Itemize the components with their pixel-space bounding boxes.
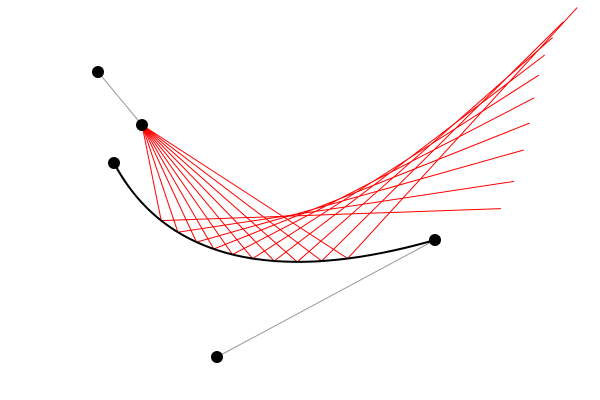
control-point-1[interactable] [92,66,104,78]
reflected-rays [141,7,578,263]
control-handle-end [216,239,436,358]
reflected-ray [141,21,564,262]
curve-end-point[interactable] [429,234,441,246]
reflected-ray [141,122,530,250]
curve-start-point[interactable] [108,157,120,169]
reflected-ray [141,74,540,260]
control-point-2[interactable] [211,351,223,363]
reflected-ray [141,7,578,260]
reflected-ray [141,97,535,256]
bezier-curve [113,162,436,263]
light-source-point[interactable] [136,119,148,131]
control-handle-start [97,71,143,126]
reflected-ray [141,124,515,233]
